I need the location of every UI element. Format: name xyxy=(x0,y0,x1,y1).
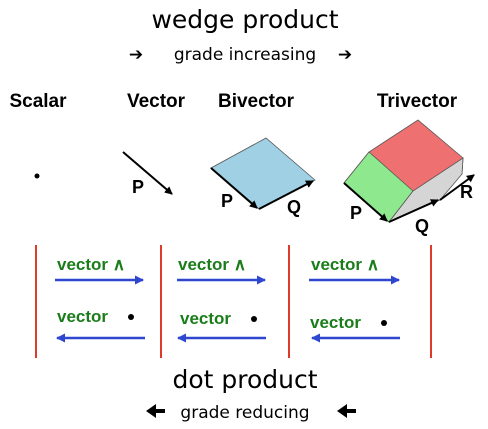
header-scalar: Scalar xyxy=(9,91,67,112)
dot-op-label: vector xyxy=(310,313,361,332)
grade-reducing-row: grade reducing xyxy=(146,403,356,423)
wedge-op-vector-to-bivector: vector ∧ xyxy=(177,255,266,285)
scalar-point xyxy=(34,173,40,179)
wedge-op-label: vector ∧ xyxy=(178,255,246,274)
grade-reducing-label: grade reducing xyxy=(180,403,309,423)
dot-op-bivector-to-vector: vector xyxy=(177,309,266,343)
dot-icon xyxy=(251,316,257,322)
wedge-op-bivector-to-trivector: vector ∧ xyxy=(309,255,400,285)
dot-op-trivector-to-bivector: vector xyxy=(310,313,400,343)
trivector-q-arrow xyxy=(388,199,439,223)
trivector-r-arrow xyxy=(439,174,475,201)
trivector-q-label: Q xyxy=(415,216,429,236)
bivector-figure: P Q xyxy=(210,137,316,217)
vector-figure: P xyxy=(122,151,173,197)
dot-icon xyxy=(128,314,134,320)
dot-op-vector-to-scalar: vector xyxy=(56,307,145,343)
bivector-q-label: Q xyxy=(287,197,301,217)
dot-product-title: dot product xyxy=(172,365,317,394)
grade-increasing-label: grade increasing xyxy=(174,45,316,65)
trivector-r-label: R xyxy=(460,182,473,202)
grade-increasing-row: ➔ grade increasing ➔ xyxy=(129,45,352,65)
header-vector: Vector xyxy=(127,91,186,112)
vector-arrow xyxy=(122,151,173,195)
right-arrow-icon: ➔ xyxy=(338,45,352,65)
wedge-op-scalar-to-vector: vector ∧ xyxy=(55,255,144,285)
vector-p-label: P xyxy=(132,177,144,197)
wedge-op-label: vector ∧ xyxy=(311,255,379,274)
trivector-p-label: P xyxy=(350,203,362,223)
bivector-p-arrow xyxy=(210,167,258,209)
dot-op-label: vector xyxy=(180,309,231,328)
trivector-p-arrow xyxy=(343,182,388,222)
header-bivector: Bivector xyxy=(218,91,295,112)
wedge-op-label: vector ∧ xyxy=(57,255,125,274)
dot-op-label: vector xyxy=(57,307,108,326)
wedge-product-title: wedge product xyxy=(151,5,338,34)
bivector-p-label: P xyxy=(221,191,233,211)
bivector-q-arrow xyxy=(258,180,314,210)
trivector-figure: P Q R xyxy=(343,119,475,236)
left-arrow-icon xyxy=(146,404,165,418)
right-arrow-icon: ➔ xyxy=(129,45,143,65)
left-arrow-icon xyxy=(337,404,356,418)
dot-icon xyxy=(381,320,387,326)
header-trivector: Trivector xyxy=(377,91,458,112)
